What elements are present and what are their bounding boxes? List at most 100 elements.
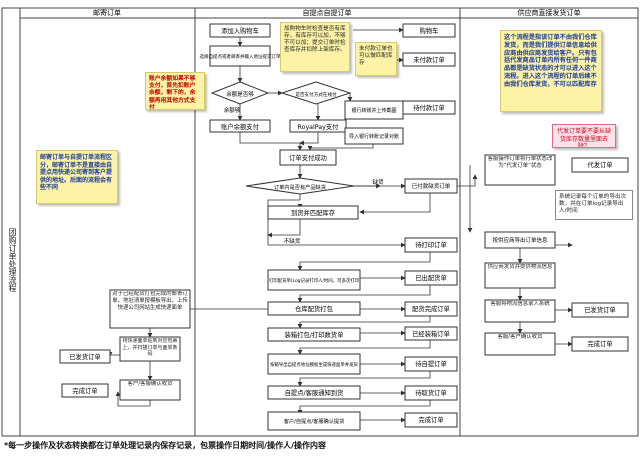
unpaid-stock-note: 未付款订单也可以做匹配库存 [355,42,397,76]
bank-transfer-label: 银行转账并上传截图 [351,107,396,114]
wait-take-label: 待取货订单 [415,388,446,397]
pay-method-decision: 是否支付方式在线付 [280,81,352,105]
royalpay-box: RoyalPay支付 [289,119,347,133]
pick-done-label: 配货完成订单 [412,304,450,313]
supplier-ship-box: 供应商发货并提供物流信息 [484,262,556,289]
balance-tip-note: 账户余额如果不够支付，首先扣账户余额，剩下的，余额再用其他方式支付 [145,72,205,110]
balance-pay-box: 账户余额支付 [209,119,271,133]
dropship-label: 代发订单 [587,160,612,169]
wait-pay-label: 待付款订单 [413,103,444,112]
export-tip-text: 系统记录每个订单的导出次数，并在订单log记录导出人/时间 [559,194,627,214]
mail-confirm-label: 客户/客服确认收货 [127,381,173,387]
match-stock-box: 到货并匹配库存 [267,205,359,220]
mail-tip-note: 邮寄订单与自提订单流程区分，邮寄订单不是直接由自提点用快递公司寄到客户提供的地址… [36,150,118,204]
add-cart-box: 添加入购物车 [209,23,271,38]
stock-decision: 订单内是否有产品缺货 [245,177,355,195]
supplier-op-label: 客服操作订单将行单状态改为“代发订单”状态 [487,156,553,169]
supplier-done-box: 完成订单 [571,336,629,352]
lane-header-mail: 邮寄订单 [93,8,121,17]
balance-tip-text: 账户余额如果不够支付，首先扣账户余额，剩下的，余额再用其他方式支付 [149,76,196,110]
select-pickup-label: 选择自提点或者邮寄并输入地址提交订单 [200,53,281,60]
pickup-notify-label: 自提点/客服通知到货 [285,388,344,397]
wait-pickup-label: 待自提订单 [415,359,446,368]
packed-box: 已经装箱订单 [404,326,458,341]
picked-box: 已出配货单 [404,270,458,286]
export-pickup-box: 按箱导出自提点地址模板生成快递面单并发货 [267,353,361,375]
packed-label: 已经装箱订单 [412,329,450,338]
export-supplier-label: 按供应商导出订单信息 [492,236,548,244]
balance-decision: 余额是否够 [210,81,270,105]
warehouse-pick-box: 仓库配货打包 [267,301,361,316]
footer-note: *每一步操作及状态转换都在订单处理记录内保存记录，包票操作日期时间/操作人/操作… [4,441,327,450]
mail-done-label: 完成订单 [72,386,97,395]
customer-pickup-box: 客户/自提点/客服确认提货 [267,411,361,431]
mail-done-box: 完成订单 [61,383,109,398]
pay-method-decision-label: 是否支付方式在线付 [295,91,337,98]
balance-pay-label: 账户余额支付 [221,122,259,131]
print-pick-box: 打印配货单(Log记录打印人/时间，可多次打印 [267,269,361,291]
dropship-box: 代发订单 [571,157,629,173]
mail-sticker-box: 将快递面单贴到对应包裹上，并扫描订单与面单条码 [119,336,181,362]
unpaid-label: 未付款订单 [413,55,444,64]
supplier-confirm-box: 客服/客户确认收货 [484,332,556,356]
bank-transfer-box: 银行转账并上传截图 [344,100,404,120]
warehouse-pick-label: 仓库配货打包 [295,304,333,313]
cart-check-text: 加购物车时检查是否有库存，有库存可以加，不够不可以加；提交订单时检查库存并扣除上… [284,26,346,53]
mail-confirm-box: 客户/客服确认收货 [119,379,181,401]
picked-label: 已出配货单 [415,273,446,282]
wait-pickup-box: 待自提订单 [404,356,458,372]
supplier-shipped-label: 已发货订单 [584,305,615,314]
select-pickup-box: 选择自提点或者邮寄并输入地址提交订单 [200,45,281,67]
no-short-label: 不缺货 [284,237,301,245]
print-pick-label: 打印配货单(Log记录打印人/时间，可多次打印 [269,277,360,284]
supplier-confirm-label: 客服/客户确认收货 [497,334,543,340]
add-cart-label: 添加入购物车 [221,26,259,35]
side-lane-title: 团购订单处理流程 [8,228,17,292]
lane-header-pickup: 自提点自提订单 [303,8,352,17]
stock-decision-label: 订单内是否有产品缺货 [274,183,326,191]
wait-print-label: 待打印订单 [415,240,446,249]
pick-done-box: 配货完成订单 [404,301,458,317]
dropship-tip-note: 代发订单要不要从缺货库存数量里面去除？ [552,124,616,148]
import-bank-label: 导入银行转账记录对账 [349,133,399,140]
mail-tip-text: 邮寄订单与自提订单流程区分，邮寄订单不是直接由自提点用快递公司寄到客户提供的地址… [40,154,113,192]
import-bank-box: 导入银行转账记录对账 [344,127,404,145]
pay-success-label: 订单支付成功 [289,153,327,162]
done-pickup-box: 完成订单 [404,412,458,428]
supplier-track-label: 客服将物流信息录入系统 [490,301,550,307]
match-stock-label: 到货并匹配库存 [291,208,336,217]
customer-pickup-label: 客户/自提点/客服确认提货 [284,417,345,425]
supplier-ship-label: 供应商发货并提供物流信息 [487,264,553,270]
supplier-shipped-box: 已发货订单 [571,302,629,318]
export-pickup-label: 按箱导出自提点地址模板生成快递面单并发货 [270,361,358,368]
mail-shipped-label: 已发货订单 [69,352,100,361]
wait-pay-box: 待付款订单 [402,100,456,115]
export-tip-note: 系统记录每个订单的导出次数，并在订单log记录导出人/时间 [555,190,633,220]
cart-box: 购物车 [402,23,456,38]
pack-print-box: 装箱打包/打印数货单 [267,327,361,342]
short-label: 缺货 [372,178,384,186]
cart-label: 购物车 [420,26,439,35]
unpaid-stock-text: 未付款订单也可以做匹配库存 [359,46,393,66]
balance-decision-label: 余额是否够 [226,90,254,98]
shortage-label: 已付款缺货订单 [412,182,451,190]
cart-check-note: 加购物车时检查是否有库存，有库存可以加，不够不可以加；提交订单时检查库存并扣除上… [280,22,350,72]
export-supplier-box: 按供应商导出订单信息 [484,231,556,249]
mail-ship-label: 对于已经配货打包完成的邮寄订单，地址清单按模板导出，上传快递公司网站生成快递面单 [112,291,188,311]
pickup-notify-box: 自提点/客服通知到货 [267,385,361,400]
mail-sticker-label: 将快递面单贴到对应包裹上，并扫描订单与面单条码 [122,338,178,357]
done-pickup-label: 完成订单 [418,415,443,424]
supplier-track-box: 客服将物流信息录入系统 [484,299,556,323]
royalpay-label: RoyalPay支付 [298,122,339,131]
unpaid-box: 未付款订单 [402,52,456,67]
lane-header-supplier: 供应商直接发货订单 [518,8,581,17]
supplier-done-label: 完成订单 [587,339,612,348]
wait-take-box: 待取货订单 [404,385,458,401]
mail-shipped-box: 已发货订单 [59,349,111,364]
shortage-box: 已付款缺货订单 [404,178,458,194]
enough-label: 余额够 [224,106,241,114]
pack-print-label: 装箱打包/打印数货单 [285,330,344,339]
mail-ship-box: 对于已经配货打包完成的邮寄订单，地址清单按模板导出，上传快递公司网站生成快递面单 [109,289,191,329]
supplier-op-box: 客服操作订单将行单状态改为“代发订单”状态 [484,154,556,186]
